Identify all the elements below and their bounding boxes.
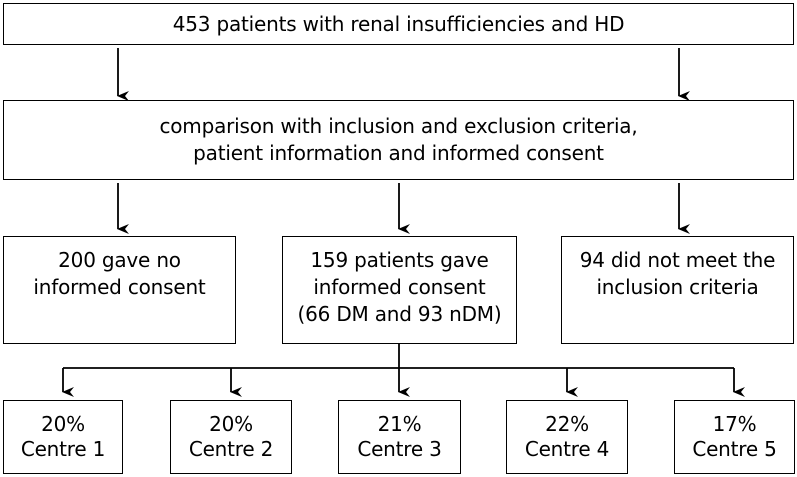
centre-3-name: Centre 3 <box>357 437 442 461</box>
centre-box-5: 17% Centre 5 <box>674 400 795 474</box>
excluded-line-1: 94 did not meet the <box>579 248 776 272</box>
criteria-line-2: patient information and informed consent <box>193 141 604 165</box>
centre-4-name: Centre 4 <box>524 437 610 461</box>
centre-1-name: Centre 1 <box>20 437 106 461</box>
no-consent-line-1: 200 gave no <box>58 248 181 272</box>
no-consent-line-2: informed consent <box>33 275 206 299</box>
centre-2-name: Centre 2 <box>188 437 274 461</box>
centre-3-percent: 21% <box>377 412 422 436</box>
consent-line-3: (66 DM and 93 nDM) <box>297 302 502 326</box>
centre-box-4: 22% Centre 4 <box>506 400 628 474</box>
consent-line-2: informed consent <box>313 275 486 299</box>
no-consent-box: 200 gave no informed consent <box>3 236 236 344</box>
centre-5-name: Centre 5 <box>692 437 777 461</box>
centre-box-3: 21% Centre 3 <box>338 400 461 474</box>
centre-1-percent: 20% <box>41 412 85 436</box>
screening-box: 453 patients with renal insufficiencies … <box>3 3 794 45</box>
centre-5-percent: 17% <box>712 412 757 436</box>
excluded-box: 94 did not meet the inclusion criteria <box>561 236 794 344</box>
consent-box: 159 patients gave informed consent (66 D… <box>282 236 517 344</box>
centre-box-1: 20% Centre 1 <box>3 400 123 474</box>
excluded-line-2: inclusion criteria <box>596 275 759 299</box>
centre-2-percent: 20% <box>209 412 253 436</box>
criteria-line-1: comparison with inclusion and exclusion … <box>159 114 638 138</box>
screening-text: 453 patients with renal insufficiencies … <box>172 11 625 36</box>
centre-4-percent: 22% <box>545 412 589 436</box>
consent-line-1: 159 patients gave <box>310 248 489 272</box>
centre-box-2: 20% Centre 2 <box>170 400 292 474</box>
criteria-box: comparison with inclusion and exclusion … <box>3 100 794 180</box>
